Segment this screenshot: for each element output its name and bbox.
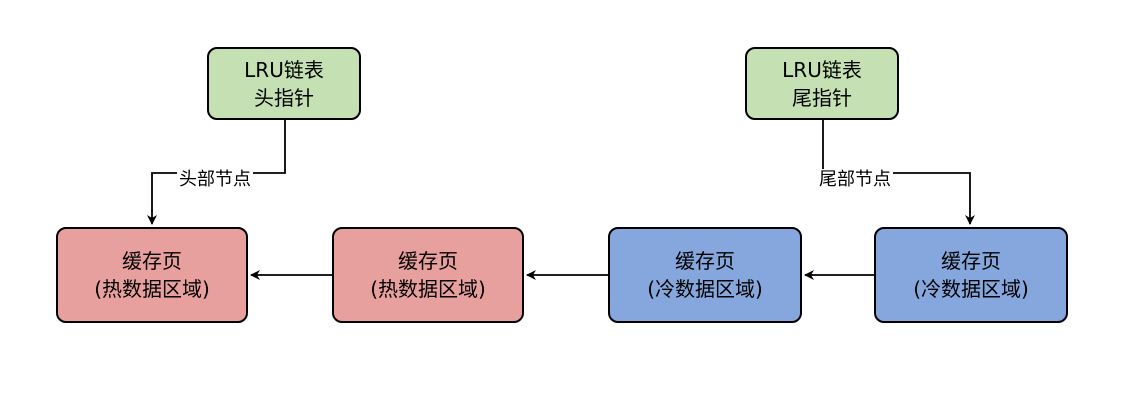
tail-pointer-line2: 尾指针 xyxy=(792,85,852,110)
node-1-title: 缓存页 xyxy=(122,249,182,273)
edge-label-tail-node: 尾部节点 xyxy=(817,169,893,191)
node-3-region: (冷数据区域) xyxy=(647,277,763,301)
node-1-region: (热数据区域) xyxy=(94,277,210,301)
head-pointer-line2: 头指针 xyxy=(254,85,314,110)
cache-page-node-1: 缓存页 (热数据区域) xyxy=(56,227,248,323)
node-3-title: 缓存页 xyxy=(675,249,735,273)
node-2-title: 缓存页 xyxy=(398,249,458,273)
node-2-region: (热数据区域) xyxy=(370,277,486,301)
cache-page-node-2: 缓存页 (热数据区域) xyxy=(332,227,524,323)
node-4-title: 缓存页 xyxy=(941,249,1001,273)
tail-pointer-line1: LRU链表 xyxy=(782,57,862,82)
cache-page-node-3: 缓存页 (冷数据区域) xyxy=(608,227,802,323)
edge-label-head-node: 头部节点 xyxy=(177,169,253,191)
edge-tail-pointer-to-node-4 xyxy=(822,120,975,225)
cache-page-node-4: 缓存页 (冷数据区域) xyxy=(874,227,1068,323)
head-pointer-line1: LRU链表 xyxy=(244,57,324,82)
node-4-region: (冷数据区域) xyxy=(913,277,1029,301)
lru-tail-pointer-box: LRU链表 尾指针 xyxy=(745,47,899,120)
lru-head-pointer-box: LRU链表 头指针 xyxy=(207,47,361,120)
